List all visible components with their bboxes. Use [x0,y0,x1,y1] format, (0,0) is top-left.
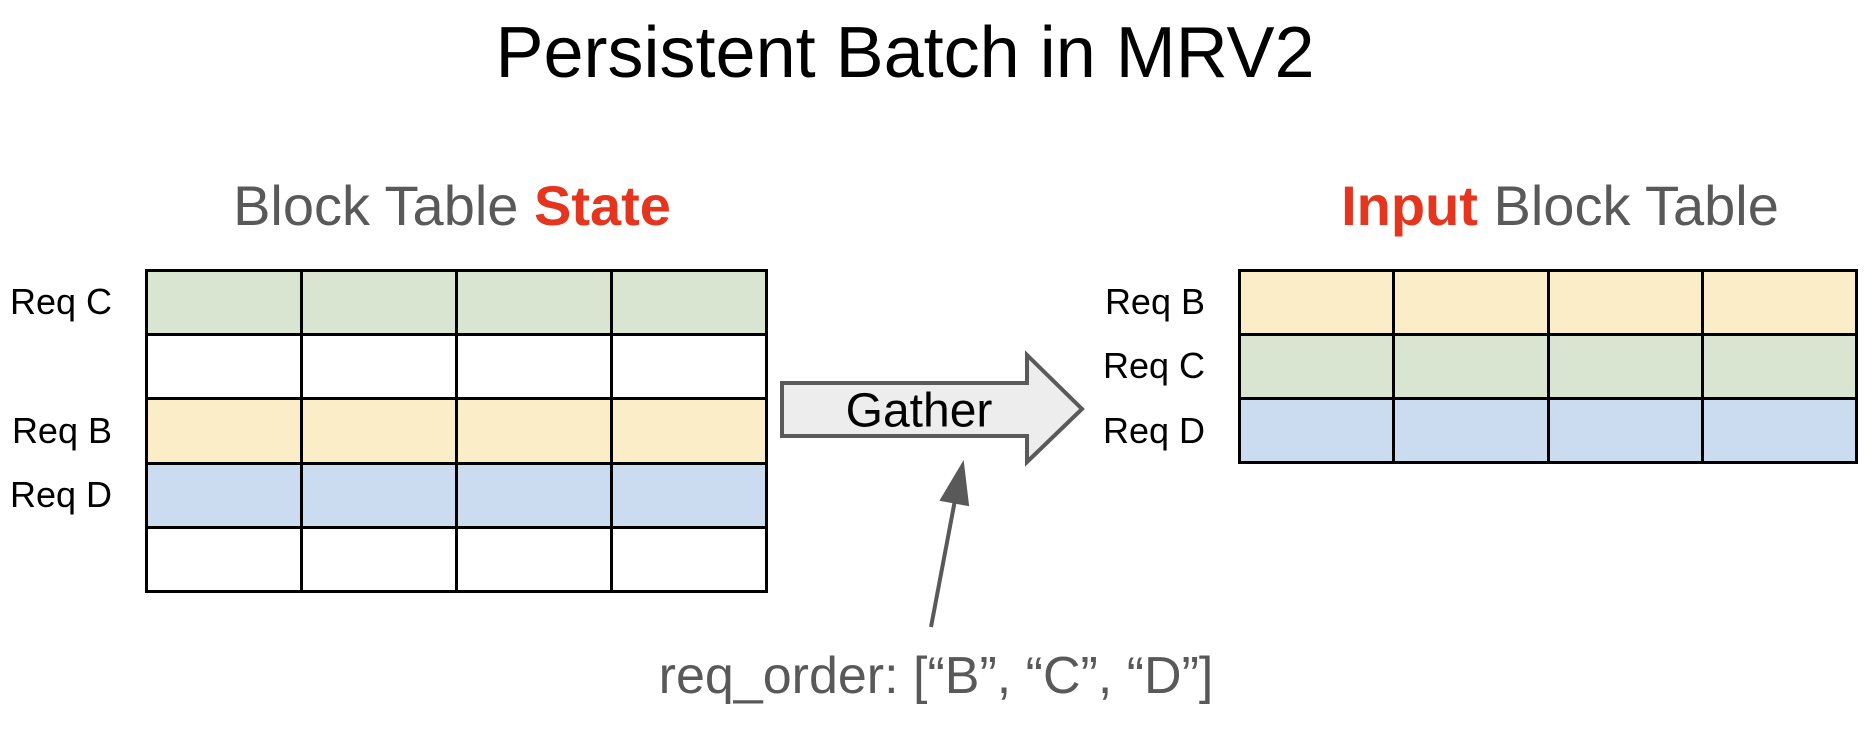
left-heading-highlight: State [533,174,671,237]
input-block-table [1238,269,1858,464]
annotation-arrow-line [929,499,957,628]
right-table-cell [1241,272,1393,333]
left-table-cell [458,400,610,462]
right-table-cell [1549,336,1701,397]
state-block-table [145,269,768,593]
left-row-label-req-d: Req D [9,474,112,515]
annotation-arrowhead [939,459,970,507]
right-table-cell [1703,400,1855,461]
left-table-cell [303,272,455,334]
left-row-label-req-c: Req C [9,281,112,322]
left-table-cell [303,464,455,526]
left-table-cell [613,272,765,334]
left-table-cell [458,272,610,334]
left-table-cell [613,528,765,590]
right-table-cell [1395,336,1547,397]
right-table-cell [1241,336,1393,397]
left-table-cell [458,528,610,590]
left-table-cell [148,528,300,590]
left-table-cell [613,464,765,526]
right-table-cell [1703,272,1855,333]
right-row-label-req-c: Req C [1102,345,1205,386]
right-row-label-req-d: Req D [1102,410,1205,451]
slide-title: Persistent Batch in MRV2 [495,13,1315,93]
left-heading-prefix: Block Table [233,174,534,237]
left-table-cell [613,336,765,398]
req-order-annotation: req_order: [“B”, “C”, “D”] [658,647,1214,705]
left-table-cell [303,336,455,398]
gather-arrow-shape [780,350,1085,467]
right-table-cell [1703,336,1855,397]
right-heading-highlight: Input [1341,174,1478,237]
left-table-cell [458,336,610,398]
left-table-cell [148,272,300,334]
left-table-cell [148,464,300,526]
right-row-label-req-b: Req B [1104,281,1205,322]
right-table-cell [1395,400,1547,461]
left-table-cell [303,528,455,590]
left-table-heading: Block Table State [233,178,671,234]
left-table-cell [148,336,300,398]
gather-arrow-label: Gather [845,384,993,438]
right-heading-suffix: Block Table [1477,174,1779,237]
right-table-cell [1241,400,1393,461]
right-table-cell [1549,400,1701,461]
left-row-label-req-b: Req B [11,410,112,451]
left-table-cell [458,464,610,526]
right-table-heading: Input Block Table [1341,178,1779,234]
left-table-cell [613,400,765,462]
right-table-cell [1549,272,1701,333]
left-table-cell [148,400,300,462]
right-table-cell [1395,272,1547,333]
left-table-cell [303,400,455,462]
